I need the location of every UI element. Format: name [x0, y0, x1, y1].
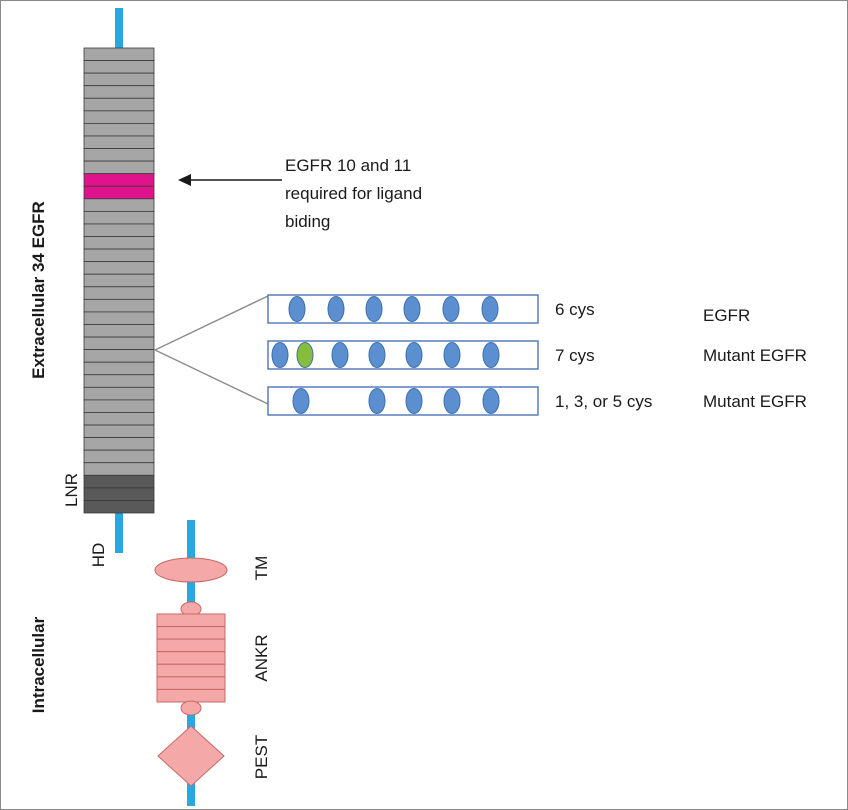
cysteine-ellipse	[368, 388, 386, 414]
cysteine-ellipse	[443, 342, 461, 368]
ligand-binding-repeat	[83, 185, 155, 200]
egfr-repeat	[83, 336, 155, 351]
annotation-arrowhead	[178, 174, 191, 186]
zoom-connector-top	[154, 295, 269, 351]
cys-count-label: 6 cys	[555, 300, 595, 319]
lnr-repeat	[83, 474, 155, 489]
egfr-repeat	[83, 248, 155, 263]
ankr-repeat	[156, 676, 226, 690]
ankr-repeat	[156, 613, 226, 628]
cysteine-ellipse	[405, 388, 423, 414]
egfr-repeat	[83, 60, 155, 74]
cysteine-ellipse	[288, 296, 306, 322]
egfr-repeat	[83, 261, 155, 275]
egfr-repeat	[83, 110, 155, 124]
egfr-type-label: Mutant EGFR	[703, 392, 807, 411]
pest-label: PEST	[252, 735, 271, 779]
egfr-repeat	[83, 47, 155, 61]
ankr-repeat-stack	[156, 613, 226, 703]
ankr-label: ANKR	[252, 634, 271, 681]
pest-domain-shape	[157, 725, 225, 787]
egfr-repeat	[83, 273, 155, 288]
ankr-repeat	[156, 688, 226, 703]
cysteine-ellipse	[403, 296, 421, 322]
egfr-repeat	[83, 148, 155, 162]
egfr-repeat	[83, 412, 155, 426]
linker-node-lower	[180, 700, 202, 716]
cys-row: 6 cys EGFR	[267, 294, 750, 325]
cys-count-label: 1, 3, or 5 cys	[555, 392, 652, 411]
annotation-line-1: EGFR 10 and 11	[285, 156, 411, 175]
egfr-repeat	[83, 97, 155, 112]
egfr-repeat	[83, 286, 155, 300]
egfr-repeat	[83, 399, 155, 413]
egfr-repeat	[83, 449, 155, 464]
annotation-line-2: required for ligand	[285, 184, 422, 203]
egfr-repeat	[83, 374, 155, 388]
egfr-repeat	[83, 123, 155, 137]
cys-row: 7 cys Mutant EGFR	[267, 340, 807, 370]
cysteine-ellipse	[481, 296, 499, 322]
cysteine-ellipse	[405, 342, 423, 368]
egfr-repeat	[83, 135, 155, 149]
cys-row: 1, 3, or 5 cys Mutant EGFR	[267, 386, 807, 416]
ligand-binding-repeat	[83, 173, 155, 187]
ankr-repeat	[156, 663, 226, 678]
egfr-repeat	[83, 349, 155, 363]
lnr-repeat	[83, 487, 155, 501]
egfr-repeat	[83, 311, 155, 325]
intracellular-label: Intracellular	[29, 616, 48, 713]
cysteine-ellipse	[482, 388, 500, 414]
cysteine-ellipse	[482, 342, 500, 368]
cys-count-label: 7 cys	[555, 346, 595, 365]
cysteine-ellipse	[331, 342, 349, 368]
egfr-repeat	[83, 223, 155, 237]
egfr-repeat	[83, 324, 155, 338]
cysteine-ellipse	[271, 342, 289, 368]
egfr-repeat	[83, 361, 155, 376]
egfr-type-label: EGFR	[703, 306, 750, 325]
cysteine-ellipse	[368, 342, 386, 368]
cysteine-ellipse	[292, 388, 310, 414]
egfr-repeat	[83, 236, 155, 250]
zoom-connector-bottom	[154, 349, 269, 405]
ankr-repeat	[156, 651, 226, 665]
extracellular-label: Extracellular 34 EGFR	[29, 201, 48, 379]
cysteine-ellipse	[442, 296, 460, 322]
mutant-cysteine-ellipse	[296, 342, 314, 368]
ankr-repeat	[156, 626, 226, 640]
cysteine-ellipse	[443, 388, 461, 414]
egfr-type-label: Mutant EGFR	[703, 346, 807, 365]
tm-domain-shape	[154, 557, 228, 583]
cysteine-ellipse	[365, 296, 383, 322]
egfr-repeat	[83, 210, 155, 225]
egfr-repeat	[83, 437, 155, 451]
egfr-repeat	[83, 198, 155, 212]
ankr-repeat	[156, 638, 226, 653]
lnr-repeat	[83, 500, 155, 514]
hd-label: HD	[89, 543, 108, 568]
egfr-repeat-stack	[83, 47, 155, 514]
annotation-line-3: biding	[285, 212, 330, 231]
cysteine-ellipse	[327, 296, 345, 322]
egfr-repeat	[83, 424, 155, 438]
egfr-repeat	[83, 72, 155, 87]
egfr-repeat	[83, 462, 155, 476]
egfr-repeat	[83, 160, 155, 175]
lnr-label: LNR	[62, 473, 81, 507]
tm-label: TM	[252, 556, 271, 581]
egfr-repeat	[83, 386, 155, 401]
egfr-repeat	[83, 85, 155, 99]
egfr-repeat	[83, 298, 155, 313]
